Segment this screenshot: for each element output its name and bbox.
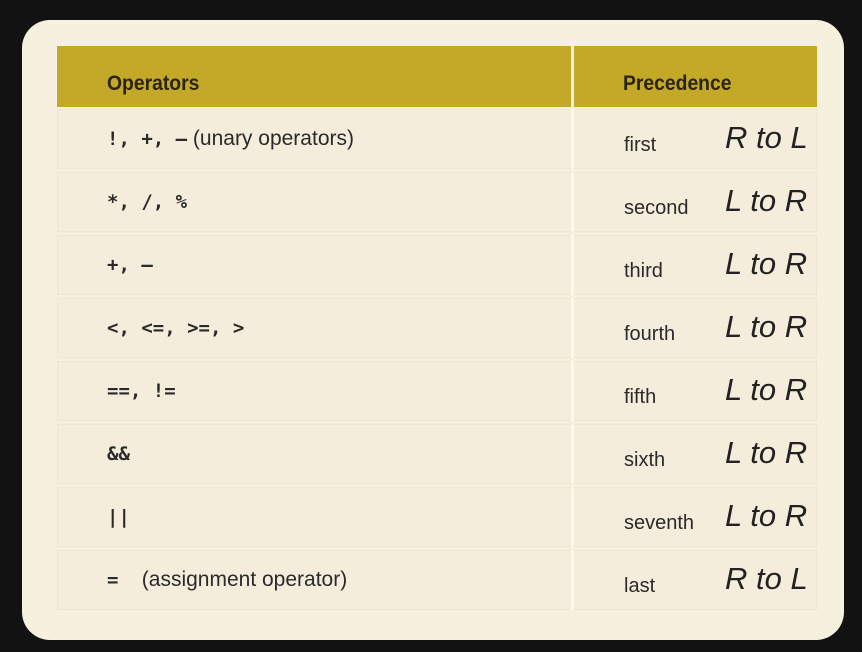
table-row: = (assignment operator) last R to L — [57, 550, 817, 610]
precedence-cell: fifth — [624, 386, 657, 408]
header-column-divider — [571, 46, 574, 107]
operator-cell: *, /, % — [107, 172, 187, 232]
operator-cell: || — [107, 487, 130, 547]
header-precedence: Precedence — [623, 72, 732, 95]
operator-symbols: +, – — [107, 254, 153, 276]
operator-symbols: <, <=, >=, > — [107, 317, 245, 339]
table-row: +, – third L to R — [57, 235, 817, 295]
operator-cell: = (assignment operator) — [107, 550, 347, 610]
associativity-label: L to R — [725, 246, 808, 281]
operator-symbols: *, /, % — [107, 191, 188, 213]
operator-symbols: ==, != — [107, 380, 176, 402]
associativity-label: L to R — [725, 435, 808, 470]
operator-description: (assignment operator) — [118, 568, 348, 591]
column-divider — [571, 361, 574, 421]
column-divider — [571, 235, 574, 295]
operator-symbols: || — [107, 506, 130, 528]
slide-card: Operators Precedence !, +, – (unary oper… — [22, 20, 844, 640]
precedence-cell: last — [624, 575, 656, 597]
precedence-cell: seventh — [624, 512, 695, 534]
table-row: ==, != fifth L to R — [57, 361, 817, 421]
precedence-cell: sixth — [624, 449, 666, 471]
operator-description: (unary operators) — [187, 127, 354, 150]
operator-cell: ==, != — [107, 361, 176, 421]
table-row: && sixth L to R — [57, 424, 817, 484]
precedence-cell: third — [624, 260, 663, 282]
associativity-label: L to R — [725, 372, 808, 407]
operator-symbols: = — [107, 569, 119, 591]
table-row: *, /, % second L to R — [57, 172, 817, 232]
table-row: !, +, – (unary operators) first R to L — [57, 109, 817, 169]
associativity-label: R to L — [725, 561, 808, 596]
column-divider — [571, 424, 574, 484]
operator-cell: && — [107, 424, 130, 484]
associativity-label: R to L — [725, 120, 808, 155]
operator-cell: +, – — [107, 235, 153, 295]
header-operators: Operators — [107, 72, 200, 95]
column-divider — [571, 298, 574, 358]
table-body: !, +, – (unary operators) first R to L *… — [57, 109, 817, 613]
operator-symbols: && — [107, 443, 130, 465]
table-row: || seventh L to R — [57, 487, 817, 547]
associativity-label: L to R — [725, 309, 808, 344]
operator-cell: !, +, – (unary operators) — [107, 109, 354, 169]
column-divider — [571, 487, 574, 547]
column-divider — [571, 109, 574, 169]
column-divider — [571, 550, 574, 610]
precedence-cell: fourth — [624, 323, 676, 345]
precedence-cell: second — [624, 197, 689, 219]
column-divider — [571, 172, 574, 232]
table-header-row: Operators Precedence — [57, 46, 817, 107]
operator-symbols: !, +, – — [107, 128, 188, 150]
table-row: <, <=, >=, > fourth L to R — [57, 298, 817, 358]
associativity-label: L to R — [725, 183, 808, 218]
precedence-cell: first — [624, 134, 657, 156]
associativity-label: L to R — [725, 498, 808, 533]
operator-precedence-table: Operators Precedence !, +, – (unary oper… — [57, 46, 817, 610]
operator-cell: <, <=, >=, > — [107, 298, 244, 358]
